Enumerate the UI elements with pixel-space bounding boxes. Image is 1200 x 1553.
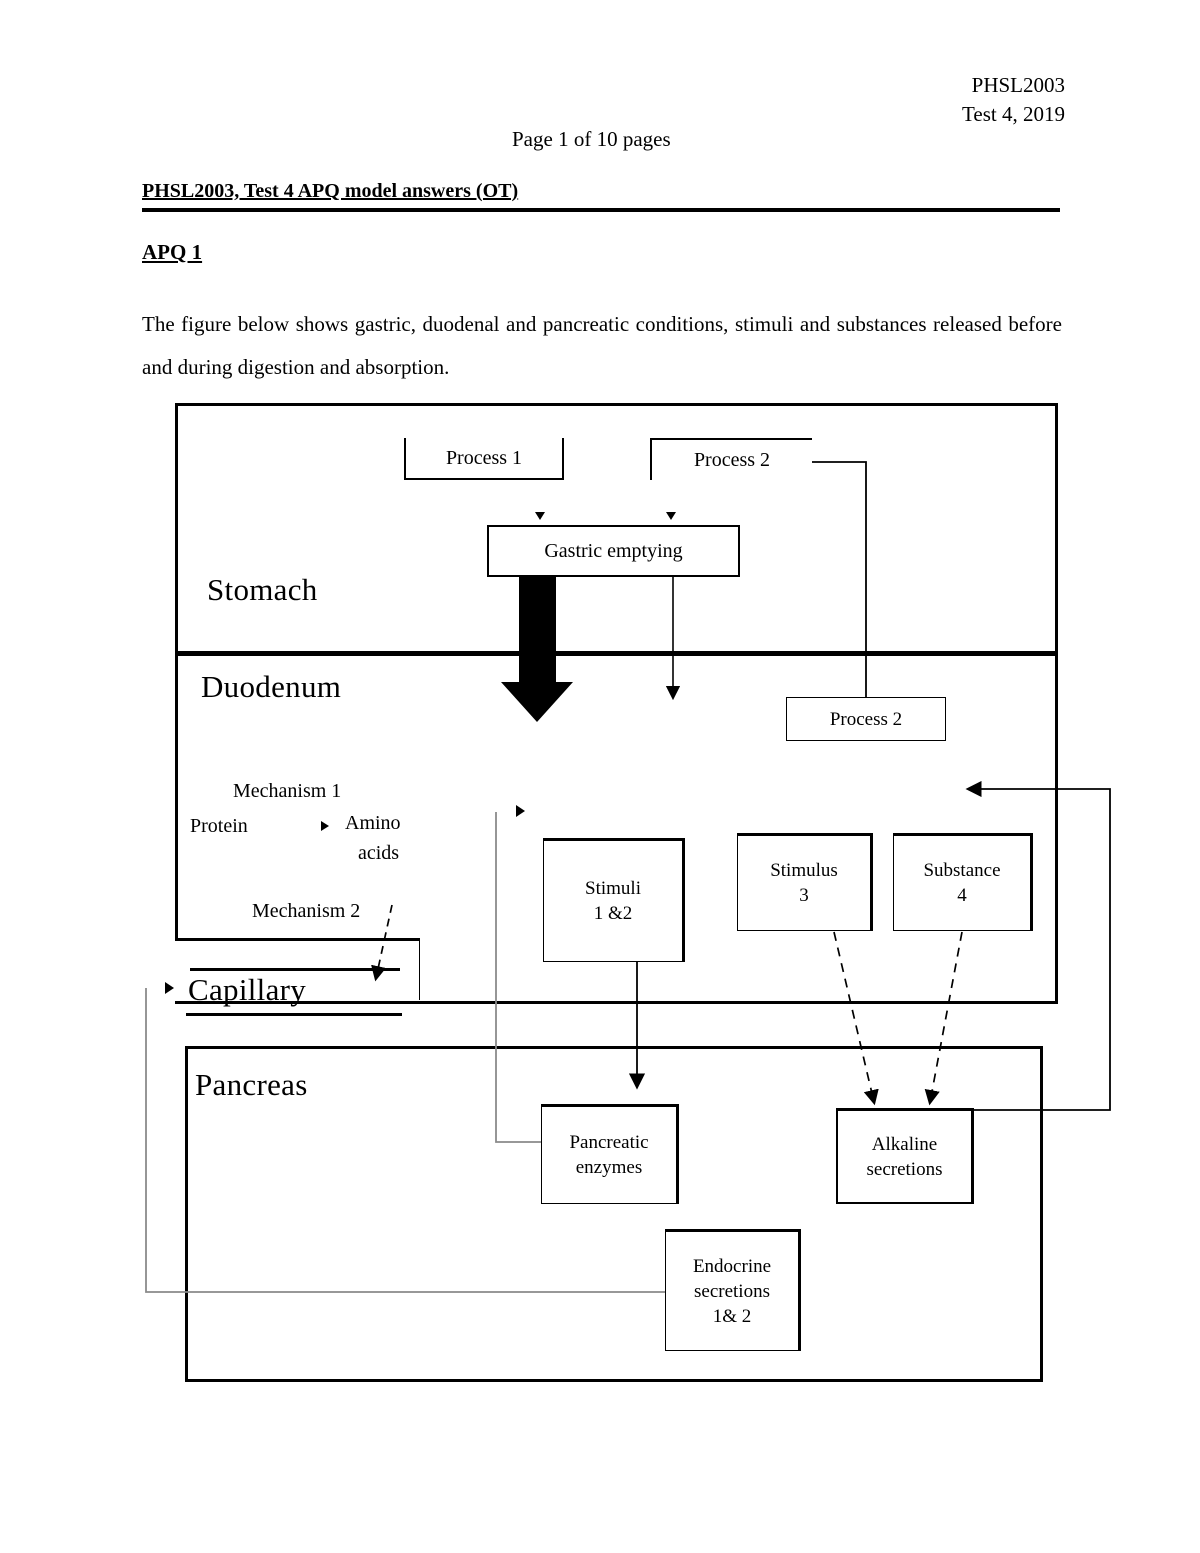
process-2-arrow-icon [666,512,676,520]
title-rule-divider [142,208,1060,212]
document-title: PHSL2003, Test 4 APQ model answers (OT) [142,180,519,202]
label-amino-acids-line1: Amino [345,812,401,834]
section-heading-apq1: APQ 1 [142,240,203,264]
capillary-inflow-arrow-icon [165,982,174,994]
duodenum-left-lower-edge [175,903,178,941]
capillary-rule-bottom [186,1013,402,1016]
duodenum-notch-horizontal [175,938,420,941]
pancreatic-enzyme-feedback-arrow-icon [516,805,525,817]
page-number: Page 1 of 10 pages [512,127,671,151]
node-process-2-duodenum[interactable]: Process 2 [786,697,946,741]
node-endocrine-secretions[interactable]: Endocrine secretions 1& 2 [665,1229,801,1351]
node-gastric-emptying[interactable]: Gastric emptying [487,525,740,577]
process-1-arrow-icon [535,512,545,520]
label-mechanism-2: Mechanism 2 [252,900,361,922]
header-test-year: Test 4, 2019 [962,102,1065,126]
pancreas-label: Pancreas [195,1067,308,1102]
node-stimulus-3[interactable]: Stimulus 3 [737,833,873,931]
capillary-rule-top [190,968,400,971]
node-stimuli-1-2[interactable]: Stimuli 1 &2 [543,838,685,962]
node-process-2-top[interactable]: Process 2 [650,438,812,480]
label-mechanism-1: Mechanism 1 [233,780,342,802]
stomach-container [175,403,1058,654]
capillary-label: Capillary [188,972,307,1007]
label-amino-acids-line2: acids [358,842,400,864]
node-substance-4[interactable]: Substance 4 [893,833,1033,931]
label-protein: Protein [190,815,248,837]
stomach-label: Stomach [207,572,318,607]
node-pancreatic-enzymes[interactable]: Pancreatic enzymes [541,1104,679,1204]
node-alkaline-secretions[interactable]: Alkaline secretions [836,1108,974,1204]
intro-paragraph: The figure below shows gastric, duodenal… [142,312,1062,379]
node-process-1[interactable]: Process 1 [404,438,564,480]
duodenum-label: Duodenum [201,669,342,704]
protein-conversion-arrow-icon [321,821,329,831]
pancreas-container [185,1046,1043,1382]
header-course-code: PHSL2003 [971,73,1065,97]
